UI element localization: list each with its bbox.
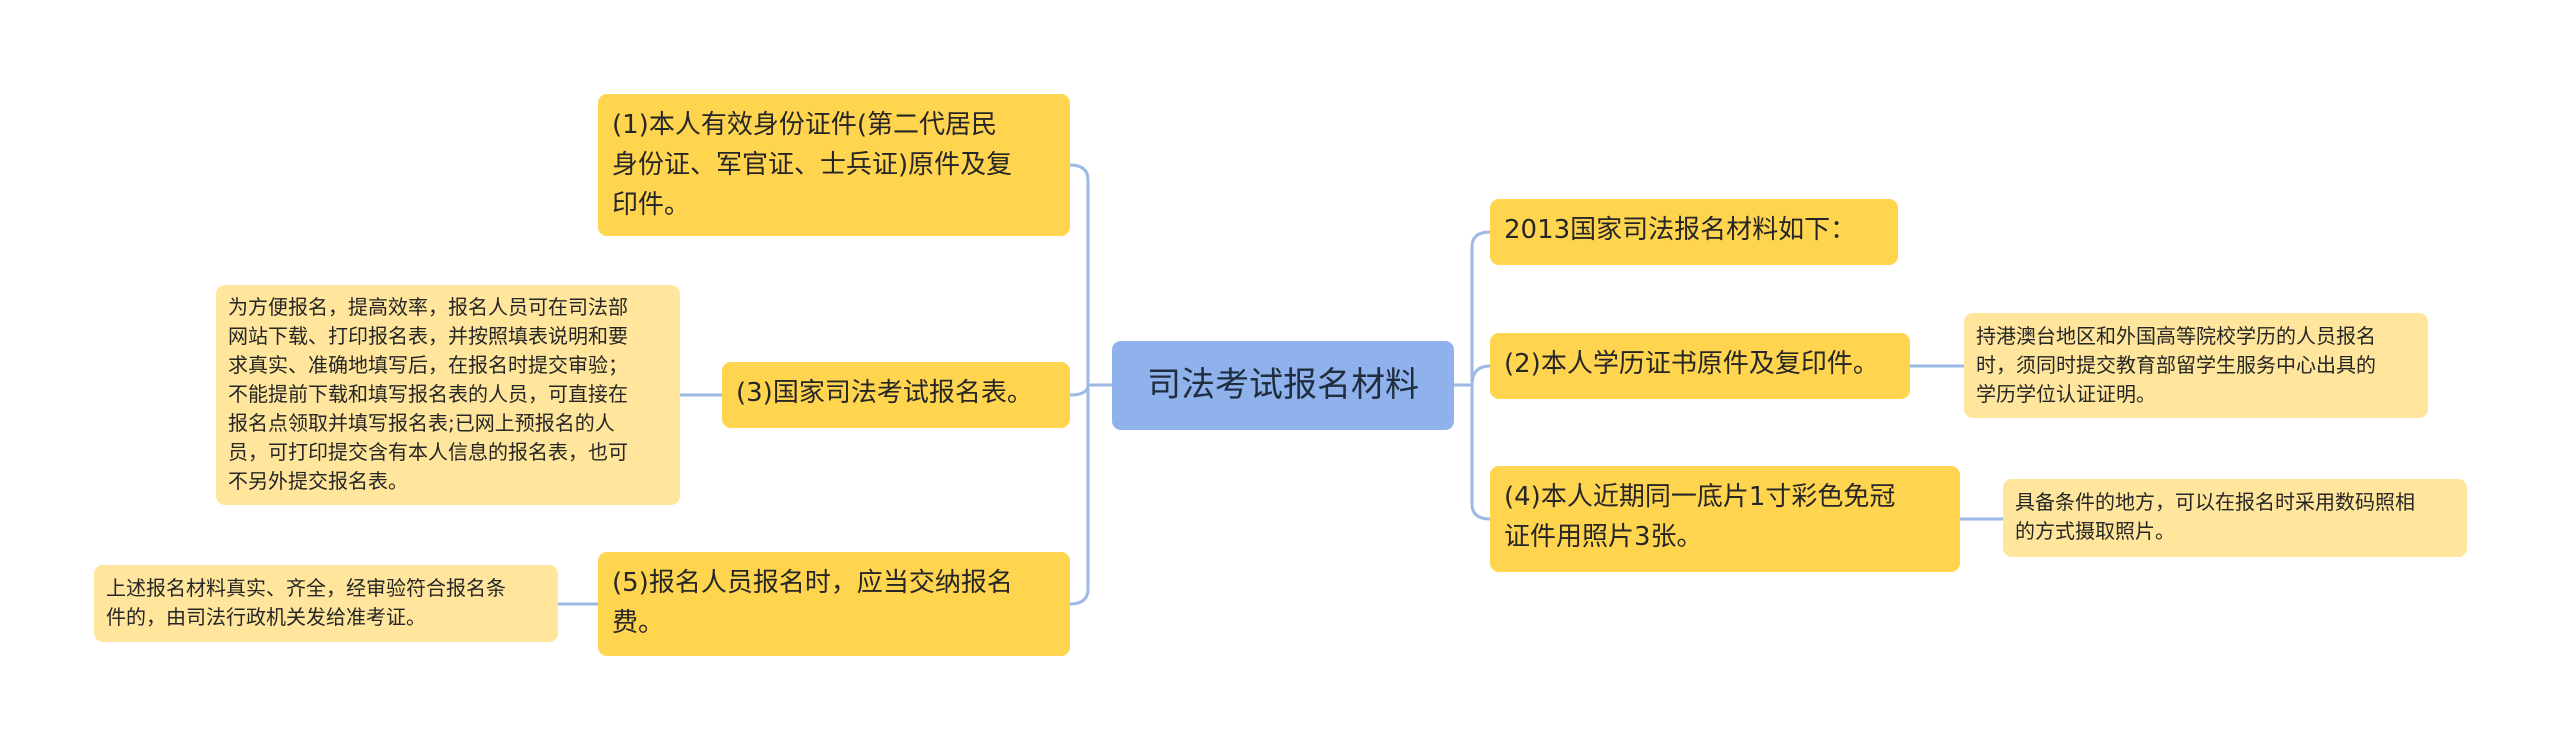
branch-photos[interactable]: (4)本人近期同一底片1寸彩色免冠 证件用照片3张。 — [1490, 466, 1960, 572]
connector-root-b5 — [1068, 383, 1114, 606]
leaf-foreign-degree-note[interactable]: 持港澳台地区和外国高等院校学历的人员报名 时，须同时提交教育部留学生服务中心出具… — [1964, 313, 2428, 418]
branch-identity-documents[interactable]: (1)本人有效身份证件(第二代居民 身份证、军官证、士兵证)原件及复 印件。 — [598, 94, 1070, 236]
branch-registration-fee[interactable]: (5)报名人员报名时，应当交纳报名 费。 — [598, 552, 1070, 656]
root-topic[interactable]: 司法考试报名材料 — [1112, 341, 1454, 430]
leaf-digital-photo-note[interactable]: 具备条件的地方，可以在报名时采用数码照相 的方式摄取照片。 — [2003, 479, 2467, 557]
connector-root-b4 — [1452, 383, 1492, 521]
connector-root-b0 — [1452, 230, 1492, 387]
branch-education-certificate[interactable]: (2)本人学历证书原件及复印件。 — [1490, 333, 1910, 399]
branch-registration-form[interactable]: (3)国家司法考试报名表。 — [722, 362, 1070, 428]
leaf-admission-ticket-note[interactable]: 上述报名材料真实、齐全，经审验符合报名条 件的，由司法行政机关发给准考证。 — [94, 565, 558, 642]
branch-materials-intro[interactable]: 2013国家司法报名材料如下： — [1490, 199, 1898, 265]
leaf-registration-form-note[interactable]: 为方便报名，提高效率，报名人员可在司法部 网站下载、打印报名表，并按照填表说明和… — [216, 285, 680, 505]
connector-root-b1 — [1068, 163, 1114, 387]
